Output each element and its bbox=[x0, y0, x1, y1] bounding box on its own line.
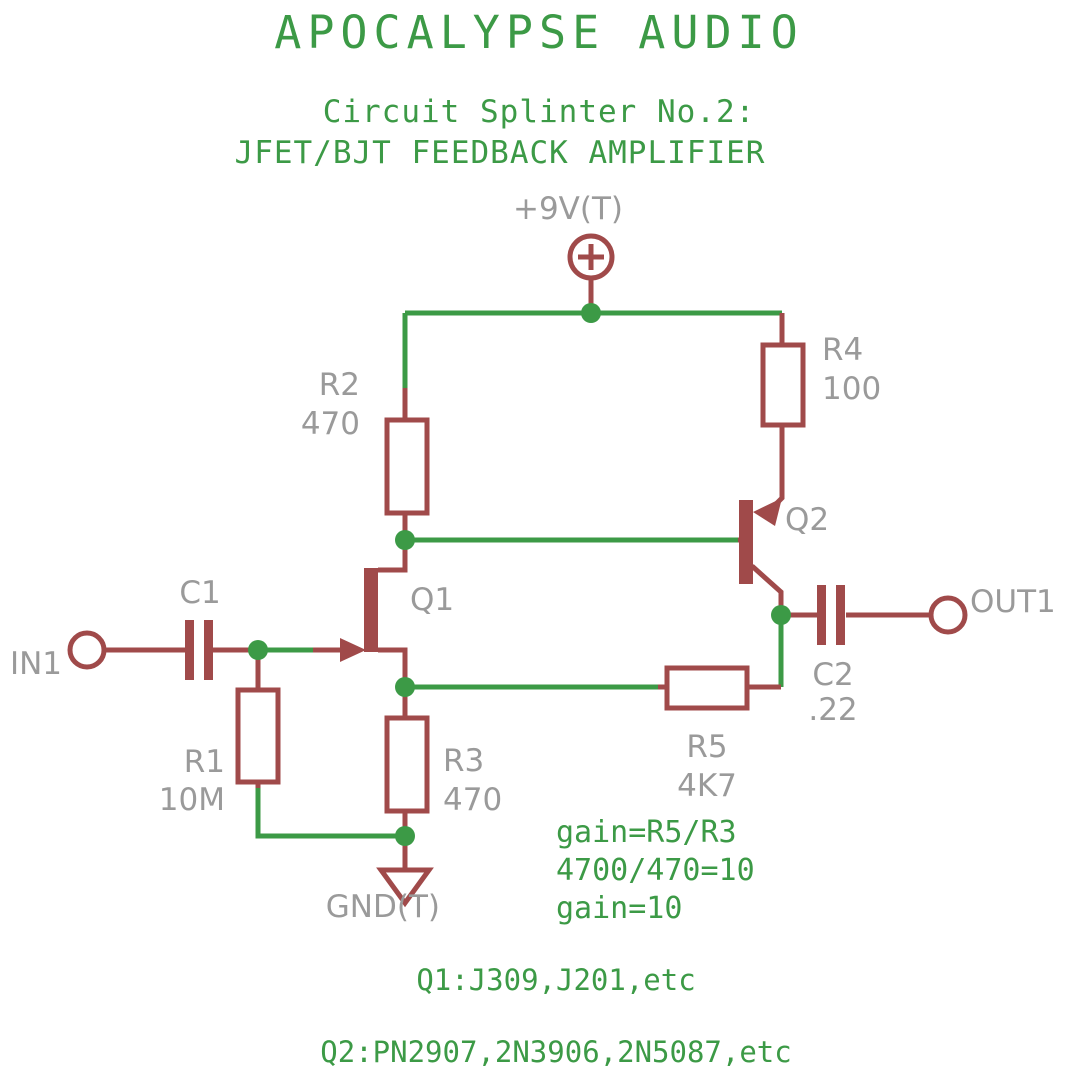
r2-ref-label: R2 bbox=[319, 367, 360, 403]
lead-q1-source bbox=[378, 647, 408, 687]
component-r3[interactable] bbox=[384, 715, 430, 814]
out1-label: OUT1 bbox=[970, 584, 1056, 620]
c2-plate-right bbox=[836, 585, 845, 645]
r4-body bbox=[760, 342, 806, 428]
power-terminal-symbol[interactable] bbox=[567, 233, 615, 281]
vcc-label: +9V(T) bbox=[513, 191, 623, 227]
r3-ref-label: R3 bbox=[443, 743, 484, 779]
ground-triangle-icon bbox=[376, 867, 434, 908]
brand-title: APOCALYPSE AUDIO bbox=[274, 6, 803, 59]
component-c2[interactable] bbox=[817, 585, 845, 645]
wire-r1-to-ground bbox=[255, 785, 405, 839]
c1-ref-label: C1 bbox=[179, 575, 220, 611]
plus-glyph-icon bbox=[578, 244, 604, 270]
r1-ref-label: R1 bbox=[184, 744, 225, 780]
component-r2[interactable] bbox=[384, 417, 430, 516]
input-terminal-in1[interactable] bbox=[67, 630, 107, 670]
output-terminal-out1[interactable] bbox=[928, 595, 968, 635]
r3-value-label: 470 bbox=[443, 782, 502, 818]
r2-value-label: 470 bbox=[301, 406, 360, 442]
q2-parts-note: Q2:PN2907,2N3906,2N5087,etc bbox=[320, 1035, 791, 1069]
in1-label: IN1 bbox=[10, 646, 62, 682]
junction-q1-drain bbox=[395, 530, 415, 550]
component-q1[interactable] bbox=[340, 568, 378, 662]
c1-plate-right bbox=[204, 620, 213, 680]
plus-circle-icon bbox=[567, 233, 615, 281]
component-q2[interactable] bbox=[739, 498, 782, 584]
r3-body bbox=[384, 715, 430, 814]
lead-r4-to-q2emitter bbox=[766, 425, 785, 514]
q1-gate-arrow-icon bbox=[340, 638, 366, 662]
junction-q1-source bbox=[395, 677, 415, 697]
q2-emitter-arrow-icon bbox=[753, 498, 782, 526]
q1-ref-label: Q1 bbox=[410, 582, 454, 618]
r1-value-label: 10M bbox=[159, 782, 225, 818]
component-r4[interactable] bbox=[760, 342, 806, 428]
out1-circle-icon bbox=[928, 595, 968, 635]
r5-body bbox=[664, 665, 750, 711]
q1-channel-bar bbox=[364, 568, 378, 652]
r4-value-label: 100 bbox=[822, 371, 881, 407]
q1-parts-note: Q1:J309,J201,etc bbox=[416, 963, 695, 997]
component-r5[interactable] bbox=[664, 665, 750, 711]
component-c1[interactable] bbox=[185, 620, 213, 680]
c1-plate-left bbox=[185, 620, 194, 680]
gain-formula-line-1: gain=R5/R3 bbox=[556, 815, 737, 850]
c2-value-label: .22 bbox=[808, 692, 857, 728]
subtitle-line-1: Circuit Splinter No.2: bbox=[323, 94, 756, 130]
q2-base-bar bbox=[739, 500, 753, 584]
junction-input-bias bbox=[248, 640, 268, 660]
component-r1[interactable] bbox=[235, 687, 281, 785]
r5-ref-label: R5 bbox=[686, 729, 727, 765]
gain-formula-line-3: gain=10 bbox=[556, 891, 682, 926]
in1-circle-icon bbox=[67, 630, 107, 670]
ground-terminal-symbol[interactable] bbox=[376, 867, 434, 908]
r5-value-label: 4K7 bbox=[677, 768, 737, 804]
r4-ref-label: R4 bbox=[822, 332, 863, 368]
gnd-label: GND(T) bbox=[326, 889, 440, 925]
r2-body bbox=[384, 417, 430, 516]
junction-ground bbox=[395, 826, 415, 846]
gain-formula-line-2: 4700/470=10 bbox=[556, 853, 755, 888]
junction-supply-rail bbox=[581, 303, 601, 323]
r1-body bbox=[235, 687, 281, 785]
subtitle-line-2: JFET/BJT FEEDBACK AMPLIFIER bbox=[235, 135, 766, 171]
junction-output bbox=[771, 605, 791, 625]
q2-ref-label: Q2 bbox=[785, 502, 829, 538]
c2-ref-label: C2 bbox=[812, 657, 853, 693]
c2-plate-left bbox=[817, 585, 826, 645]
